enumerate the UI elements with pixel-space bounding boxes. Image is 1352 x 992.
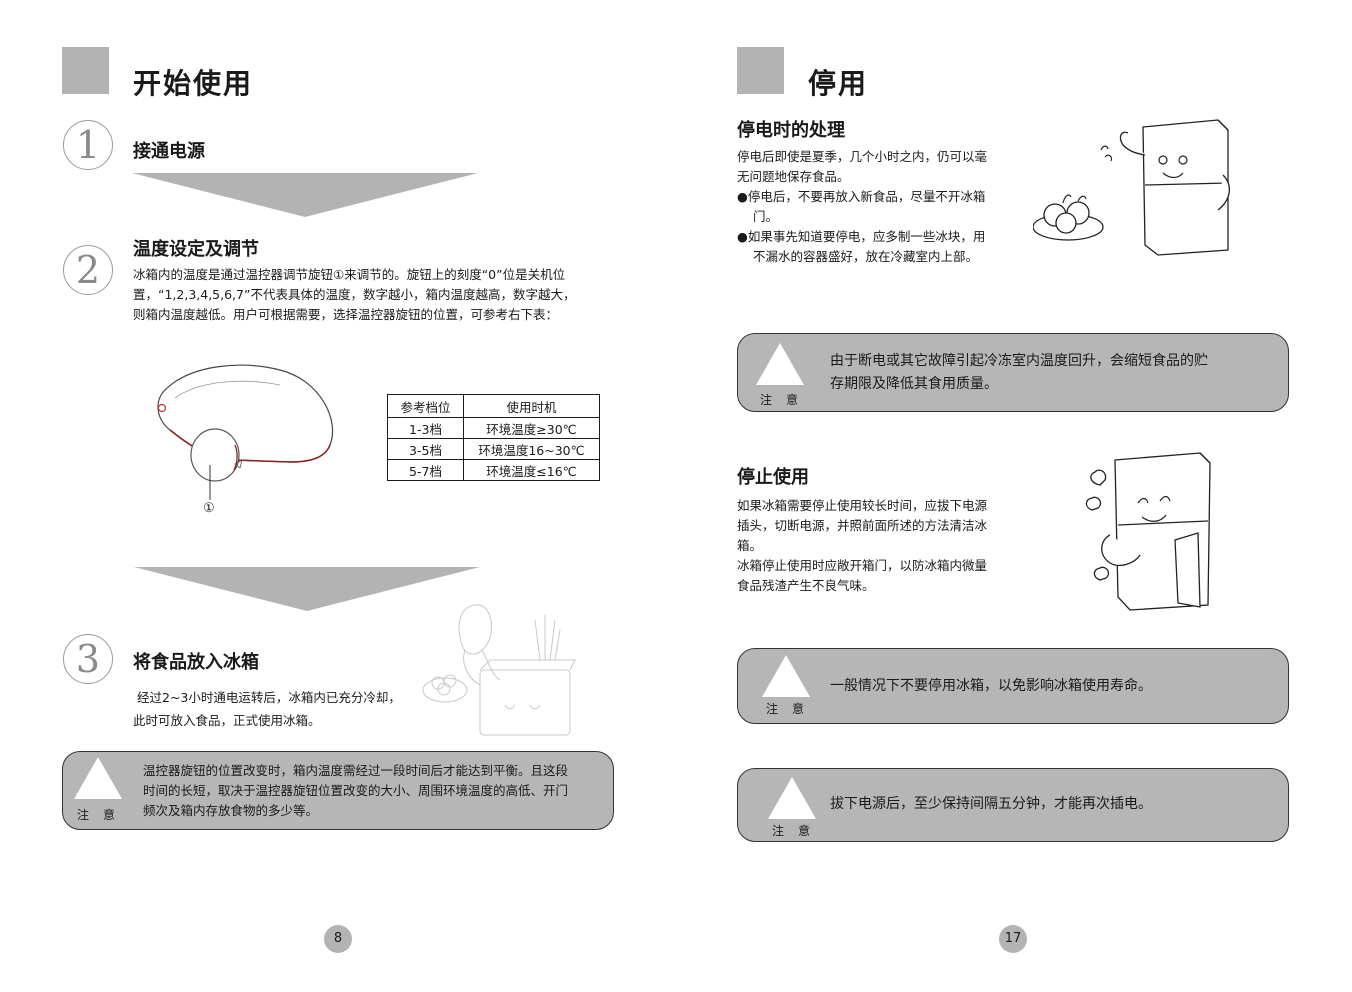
table-cell: 环境温度≥30℃ (463, 417, 600, 439)
stop-line-2: 插头，切断电源，并照前面所述的方法清洁冰 (737, 518, 988, 533)
woman-with-fridge-sketch (422, 604, 576, 736)
table-header-row: 参考档位 使用时机 (387, 394, 600, 418)
knob-label: ① (203, 501, 215, 516)
outage-line-2: 无问题地保存食品。 (737, 169, 850, 184)
step2-line-1: 冰箱内的温度是通过温控器调节旋钮①来调节的。旋钮上的刻度“0”位是关机位 (133, 267, 566, 282)
power-outage-text: 停电后即使是夏季，几个小时之内，仍可以毫 无问题地保存食品。 ●停电后，不要再放… (737, 147, 1027, 267)
left-page-number: 8 (324, 925, 352, 953)
stop-use-text: 如果冰箱需要停止使用较长时间，应拔下电源 插头，切断电源，并照前面所述的方法清洁… (737, 496, 1032, 596)
right-notice-3-text: 拔下电源后，至少保持间隔五分钟，才能再次插电。 (830, 796, 1152, 812)
table-cell: 环境温度≤16℃ (463, 459, 600, 481)
step2-line-3: 则箱内温度越低。用户可根据需要，选择温控器旋钮的位置，可参考右下表： (133, 307, 559, 322)
outage-line-4: 门。 (753, 209, 779, 224)
stop-line-1: 如果冰箱需要停止使用较长时间，应拔下电源 (737, 498, 988, 513)
left-notice-text: 温控器旋钮的位置改变时，箱内温度需经过一段时间后才能达到平衡。且这段 时间的长短… (143, 761, 608, 821)
table-cell: 5-7档 (387, 459, 464, 481)
warning-triangle-icon (756, 343, 804, 385)
warning-triangle-icon (768, 777, 816, 819)
thermostat-illustration (157, 364, 334, 500)
left-header-block (62, 47, 109, 94)
warning-triangle-icon (74, 757, 122, 799)
left-page-title: 开始使用 (133, 67, 254, 100)
right-notice-2-text: 一般情况下不要停用冰箱，以免影响冰箱使用寿命。 (830, 678, 1152, 694)
left-notice-line-2: 时间的长短，取决于温控器旋钮位置改变的大小、周围环境温度的高低、开门 (143, 783, 569, 798)
outage-line-3: ●停电后，不要再放入新食品，尽量不开冰箱 (737, 189, 986, 204)
step1-title: 接通电源 (133, 141, 205, 162)
table-row: 5-7档 环境温度≤16℃ (387, 459, 600, 481)
waving-fridge-cartoon (1033, 119, 1230, 256)
step3-text: 经过2~3小时通电运转后，冰箱内已充分冷却， 此时可放入食品，正式使用冰箱。 (133, 686, 433, 732)
right-page-title: 停用 (808, 67, 869, 100)
step-arrow-2 (134, 567, 480, 611)
step3-number: 3 (63, 634, 113, 684)
right-notice-1-line-1: 由于断电或其它故障引起冷冻室内温度回升，会缩短食品的贮 (830, 353, 1208, 369)
table-cell: 1-3档 (387, 417, 464, 439)
step2-text: 冰箱内的温度是通过温控器调节旋钮①来调节的。旋钮上的刻度“0”位是关机位 置，“… (133, 265, 633, 325)
stop-line-3: 箱。 (737, 538, 763, 553)
warning-triangle-icon (762, 655, 810, 697)
table-header-usage: 使用时机 (463, 394, 600, 418)
right-notice-1-line-2: 存期限及降低其食用质量。 (830, 376, 998, 392)
stop-line-4: 冰箱停止使用时应敞开箱门，以防冰箱内微量 (737, 558, 988, 573)
stop-use-title: 停止使用 (737, 467, 809, 488)
right-caution-notice-3: 注意 拔下电源后，至少保持间隔五分钟，才能再次插电。 (737, 768, 1289, 842)
caution-label: 注意 (760, 393, 813, 407)
outage-line-6: 不漏水的容器盛好，放在冷藏室内上部。 (753, 249, 979, 264)
right-header-block (737, 47, 784, 94)
left-notice-line-3: 频次及箱内存放食物的多少等。 (143, 803, 319, 818)
step2-title: 温度设定及调节 (133, 239, 259, 260)
step2-number: 2 (63, 245, 113, 295)
step2-line-2: 置，“1,2,3,4,5,6,7”不代表具体的温度，数字越小，箱内温度越高，数字… (133, 287, 576, 302)
right-page-number: 17 (999, 925, 1027, 953)
table-cell: 环境温度16~30℃ (463, 438, 600, 460)
caution-label: 注意 (77, 808, 130, 822)
table-cell: 3-5档 (387, 438, 464, 460)
right-caution-notice-1: 注意 由于断电或其它故障引起冷冻室内温度回升，会缩短食品的贮 存期限及降低其食用… (737, 333, 1289, 412)
outage-line-1: 停电后即使是夏季，几个小时之内，仍可以毫 (737, 149, 988, 164)
temperature-reference-table: 参考档位 使用时机 1-3档 环境温度≥30℃ 3-5档 环境温度16~30℃ … (387, 394, 600, 481)
table-row: 3-5档 环境温度16~30℃ (387, 438, 600, 460)
caution-label: 注意 (772, 824, 825, 838)
caution-label: 注意 (766, 702, 819, 716)
open-door-fridge-cartoon (1085, 452, 1211, 611)
outage-line-5: ●如果事先知道要停电，应多制一些冰块，用 (737, 229, 986, 244)
left-caution-notice: 注意 温控器旋钮的位置改变时，箱内温度需经过一段时间后才能达到平衡。且这段 时间… (62, 751, 614, 830)
table-header-position: 参考档位 (387, 394, 464, 418)
table-row: 1-3档 环境温度≥30℃ (387, 417, 600, 439)
step-arrow-1 (132, 173, 478, 217)
left-notice-line-1: 温控器旋钮的位置改变时，箱内温度需经过一段时间后才能达到平衡。且这段 (143, 763, 569, 778)
step3-title: 将食品放入冰箱 (133, 652, 259, 673)
right-notice-1-text: 由于断电或其它故障引起冷冻室内温度回升，会缩短食品的贮 存期限及降低其食用质量。 (830, 350, 1280, 396)
step3-line-1: 经过2~3小时通电运转后，冰箱内已充分冷却， (137, 690, 401, 705)
step3-line-2: 此时可放入食品，正式使用冰箱。 (133, 713, 321, 728)
step1-number: 1 (63, 120, 113, 170)
power-outage-title: 停电时的处理 (737, 120, 845, 141)
stop-line-5: 食品残渣产生不良气味。 (737, 578, 875, 593)
right-caution-notice-2: 注意 一般情况下不要停用冰箱，以免影响冰箱使用寿命。 (737, 648, 1289, 724)
